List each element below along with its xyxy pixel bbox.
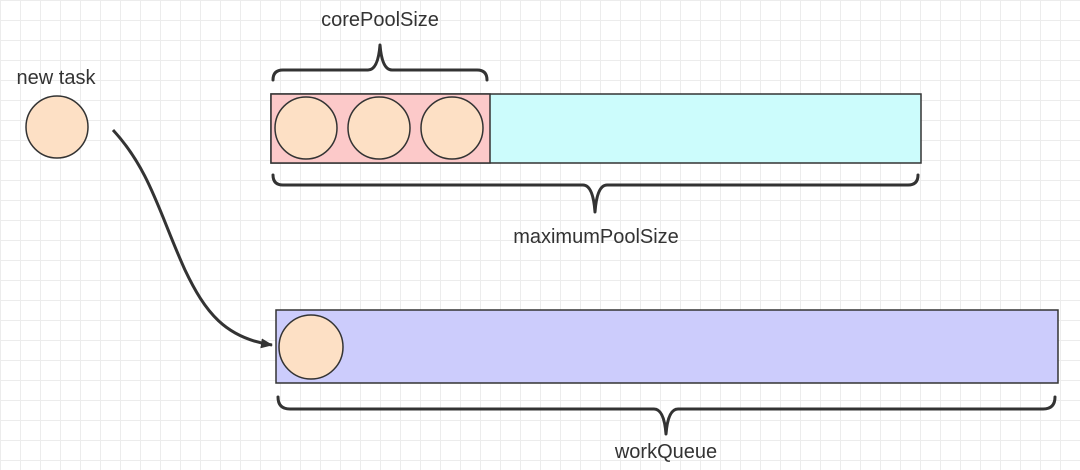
enqueue-arrow xyxy=(111,128,273,349)
work-queue-label: workQueue xyxy=(614,441,717,463)
core-pool-task xyxy=(420,96,484,160)
core-pool-task xyxy=(274,96,338,160)
maximum-pool-size-brace xyxy=(271,173,920,214)
work-queue-task xyxy=(278,314,344,380)
maximum-pool-size-label: maximumPoolSize xyxy=(513,226,679,248)
work-queue-box xyxy=(275,309,1059,384)
core-pool-tasks xyxy=(274,96,484,160)
core-pool-task xyxy=(347,96,411,160)
core-pool-size-brace xyxy=(271,43,489,82)
work-queue-brace xyxy=(276,395,1057,436)
new-task-circle xyxy=(25,95,89,159)
new-task-label: new task xyxy=(17,67,97,89)
core-pool-size-label: corePoolSize xyxy=(321,9,439,31)
